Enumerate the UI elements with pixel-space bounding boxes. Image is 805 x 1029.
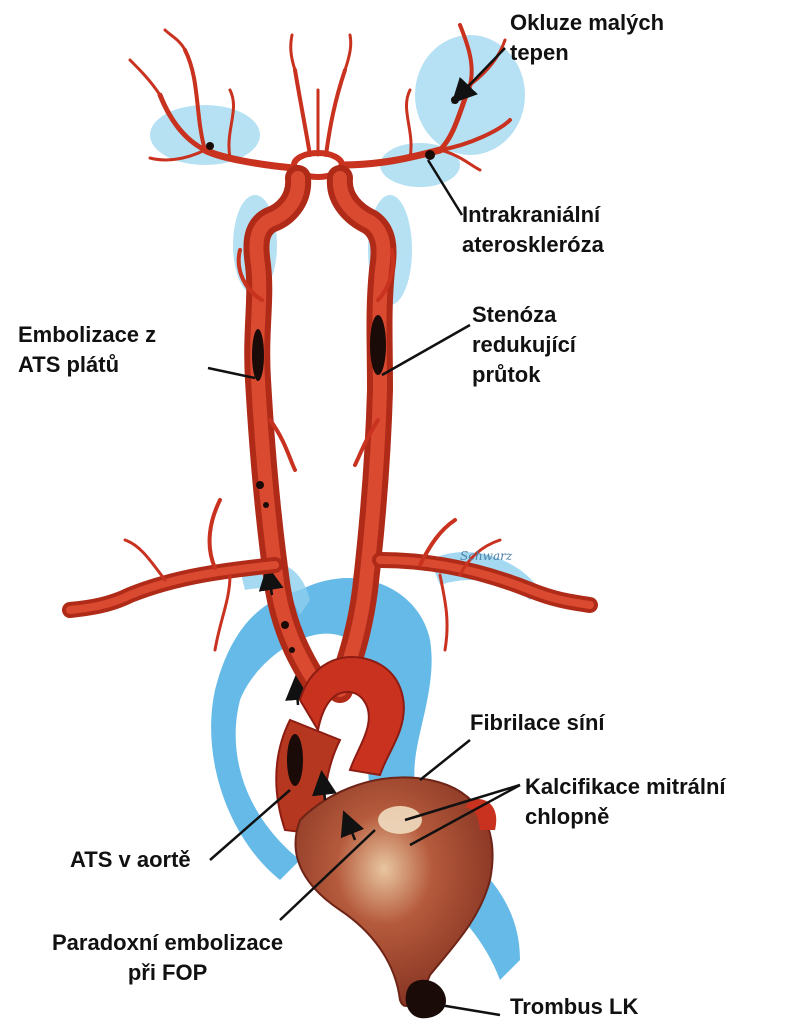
label-line: ateroskleróza [462, 230, 604, 260]
label-line: Embolizace z [18, 320, 156, 350]
label-line: chlopně [525, 802, 726, 832]
aortic-plaque [287, 734, 303, 786]
label-line: Kalcifikace mitrální [525, 772, 726, 802]
label-line: Stenóza [472, 300, 576, 330]
label-aortic-atherosclerosis: ATS v aortě [70, 845, 191, 875]
label-small-artery-occlusion: Okluze malých tepen [510, 8, 664, 68]
label-line: ATS v aortě [70, 845, 191, 875]
label-line: tepen [510, 38, 664, 68]
label-line: Trombus LK [510, 992, 638, 1022]
label-line: ATS plátů [18, 350, 156, 380]
label-line: Fibrilace síní [470, 708, 605, 738]
label-atrial-fibrillation: Fibrilace síní [470, 708, 605, 738]
label-line: Paradoxní embolizace [52, 928, 283, 958]
mitral-calcification [378, 806, 422, 834]
label-line: při FOP [52, 958, 283, 988]
label-intracranial-atherosclerosis: Intrakraniální ateroskleróza [462, 200, 604, 260]
lv-thrombus [406, 980, 446, 1018]
label-line: Intrakraniální [462, 200, 604, 230]
label-flow-limiting-stenosis: Stenóza redukující průtok [472, 300, 576, 390]
label-line: redukující [472, 330, 576, 360]
label-mitral-calcification: Kalcifikace mitrální chlopně [525, 772, 726, 832]
label-line: průtok [472, 360, 576, 390]
artist-signature: Schwarz [460, 549, 513, 563]
label-embolization-from-plaques: Embolizace z ATS plátů [18, 320, 156, 380]
label-lv-thrombus: Trombus LK [510, 992, 638, 1022]
label-line: Okluze malých [510, 8, 664, 38]
label-paradoxical-embolism: Paradoxní embolizace při FOP [52, 928, 283, 988]
